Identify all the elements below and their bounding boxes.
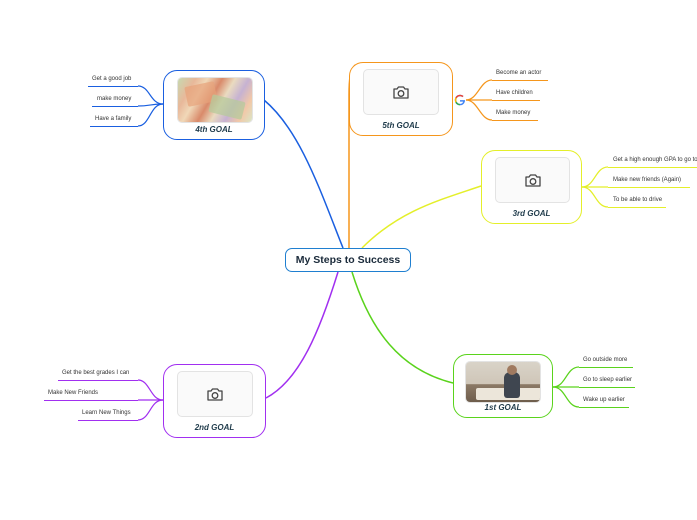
goal-title: 2nd GOAL — [194, 423, 235, 432]
money-photo — [177, 77, 253, 123]
leaf-item[interactable]: Have a family — [95, 116, 132, 122]
central-topic[interactable]: My Steps to Success — [285, 248, 411, 272]
leaf-underline — [492, 120, 538, 122]
leaf-item[interactable]: Get a high enough GPA to go to a college — [613, 157, 697, 163]
leaf-item[interactable]: Get the best grades I can — [62, 370, 130, 376]
leaf-underline — [579, 407, 629, 409]
leaf-underline — [608, 187, 690, 189]
leaf-item[interactable]: Become an actor — [496, 70, 542, 76]
leaf-underline — [58, 380, 138, 382]
leaf-item[interactable]: Get a good job — [92, 76, 132, 82]
leaf-item[interactable]: To be able to drive — [613, 197, 663, 203]
leaf-item[interactable]: make money — [97, 96, 132, 102]
leaf-item[interactable]: Go to sleep earlier — [583, 377, 633, 383]
leaf-underline — [579, 387, 635, 389]
goal-node-1[interactable]: 1st GOAL — [453, 354, 553, 418]
goal-node-4[interactable]: 4th GOAL — [163, 70, 265, 140]
goal-title: 3rd GOAL — [512, 209, 551, 218]
goal-node-2[interactable]: 2nd GOAL — [163, 364, 266, 438]
goal-title: 1st GOAL — [484, 403, 522, 412]
leaf-underline — [78, 420, 138, 422]
leaf-item[interactable]: Wake up earlier — [583, 397, 625, 403]
leaf-underline — [608, 167, 697, 169]
image-placeholder — [363, 69, 439, 115]
camera-icon — [524, 173, 541, 187]
camera-icon — [393, 85, 409, 99]
leaf-underline — [579, 367, 633, 369]
leaf-underline — [92, 106, 138, 108]
leaf-underline — [90, 126, 138, 128]
leaf-underline — [88, 86, 138, 88]
leaf-item[interactable]: Make money — [496, 110, 531, 116]
google-icon — [454, 94, 465, 106]
image-placeholder — [495, 157, 570, 203]
goal-node-3[interactable]: 3rd GOAL — [481, 150, 582, 224]
goal-node-5[interactable]: 5th GOAL — [349, 62, 453, 136]
leaf-item[interactable]: Have children — [496, 90, 533, 96]
leaf-underline — [44, 400, 138, 402]
leaf-underline — [608, 207, 666, 209]
leaf-underline — [492, 100, 540, 102]
camera-icon — [207, 387, 223, 401]
leaf-item[interactable]: Make new friends (Again) — [613, 177, 682, 183]
leaf-item[interactable]: Learn New Things — [82, 410, 131, 416]
leaf-underline — [492, 80, 548, 82]
image-placeholder — [177, 371, 253, 417]
room-photo — [465, 361, 541, 403]
leaf-item[interactable]: Go outside more — [583, 357, 628, 363]
goal-title: 4th GOAL — [195, 125, 233, 134]
leaf-item[interactable]: Make New Friends — [48, 390, 99, 396]
goal-title: 5th GOAL — [382, 121, 420, 130]
